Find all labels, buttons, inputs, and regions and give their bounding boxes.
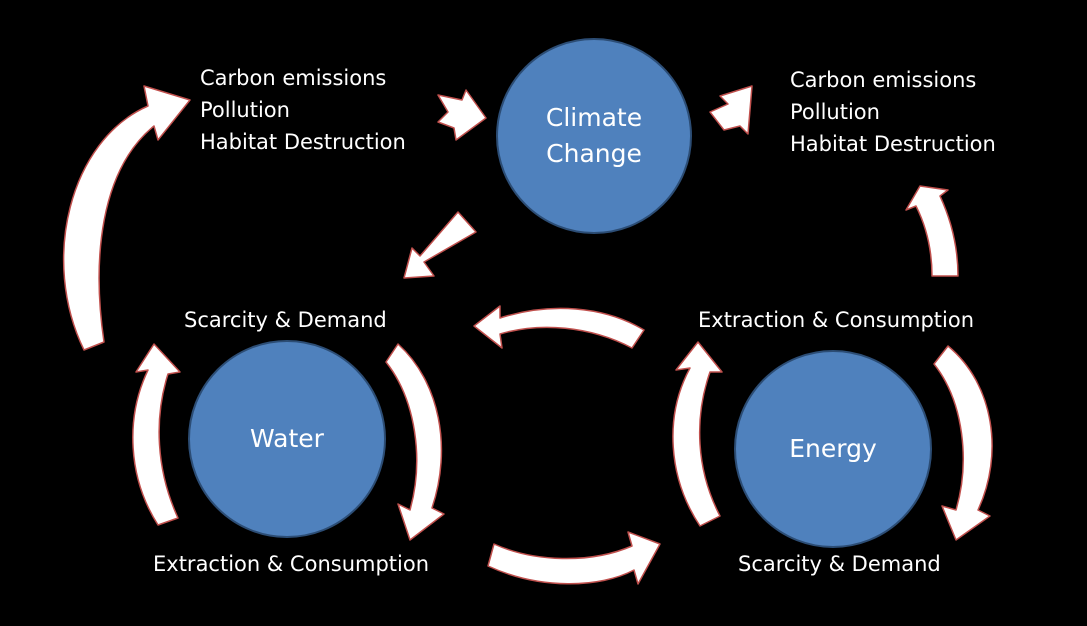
climate-change-node: Climate Change — [496, 38, 692, 234]
energy-left-arc-arrow — [672, 341, 723, 527]
water-bottom-label: Extraction & Consumption — [153, 552, 430, 576]
energy-bottom-label: Scarcity & Demand — [738, 552, 941, 576]
energy-to-water-arrow — [473, 305, 645, 349]
energy-right-arc-arrow — [933, 345, 993, 541]
right-impacts-list: Carbon emissions Pollution Habitat Destr… — [790, 64, 996, 160]
water-top-label: Scarcity & Demand — [184, 308, 387, 332]
left-outer-arc-arrow — [62, 85, 191, 351]
right-impacts-to-climate-arrow — [709, 85, 753, 135]
arrow-layer — [62, 85, 993, 585]
energy-top-label: Extraction & Consumption — [698, 308, 975, 332]
left-impacts-to-climate-arrow — [437, 89, 487, 141]
energy-label: Energy — [789, 434, 877, 463]
water-left-arc-arrow — [132, 343, 181, 526]
right-impact-item: Carbon emissions — [790, 68, 977, 92]
climate-to-left-arrow — [403, 211, 477, 279]
left-impact-item: Carbon emissions — [200, 66, 387, 90]
right-impact-item: Pollution — [790, 100, 880, 124]
energy-node: Energy — [734, 350, 932, 548]
right-impact-item: Habitat Destruction — [790, 132, 996, 156]
water-to-energy-arrow — [487, 531, 661, 585]
water-label: Water — [250, 424, 324, 453]
water-node: Water — [188, 340, 386, 538]
water-right-arc-arrow — [385, 343, 445, 541]
climate-change-label: Climate Change — [545, 103, 643, 168]
left-impact-item: Habitat Destruction — [200, 130, 406, 154]
left-impacts-list: Carbon emissions Pollution Habitat Destr… — [200, 62, 406, 158]
right-up-arrow — [905, 185, 959, 277]
left-impact-item: Pollution — [200, 98, 290, 122]
